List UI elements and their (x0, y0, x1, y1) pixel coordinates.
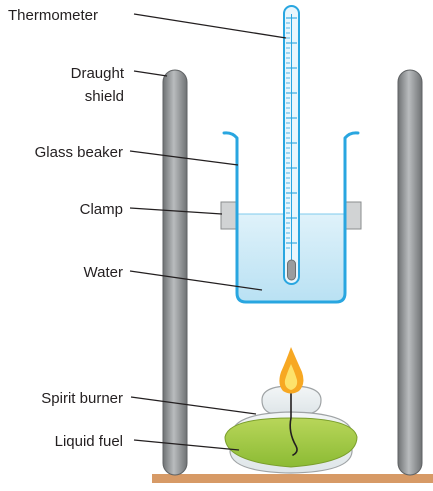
thermometer (283, 5, 300, 285)
liquid-fuel (224, 417, 358, 468)
label-water: Water (84, 264, 123, 281)
label-clamp: Clamp (80, 201, 123, 218)
label-liquid-fuel: Liquid fuel (55, 433, 123, 450)
leader-draught-shield (133, 70, 168, 77)
leader-water (129, 270, 263, 291)
leader-glass-beaker (129, 150, 239, 166)
flame (279, 347, 304, 394)
leader-clamp (129, 207, 223, 215)
leader-liquid-fuel (133, 439, 240, 451)
bench (152, 474, 433, 483)
thermometer-bulb (287, 259, 296, 281)
flame-inner (284, 364, 298, 390)
left-shield-pole (162, 69, 188, 476)
label-glass-beaker: Glass beaker (35, 144, 123, 161)
burner-wick (289, 391, 298, 456)
leader-spirit-burner (130, 396, 257, 415)
thermometer-scale (286, 17, 297, 249)
leader-lines (129, 13, 287, 451)
left-clamp (220, 201, 238, 230)
leader-thermometer (133, 13, 287, 39)
label-spirit-burner: Spirit burner (41, 390, 123, 407)
spirit-burner (224, 385, 358, 474)
glass-beaker (222, 131, 360, 304)
label-draught-shield-line1: Draught (71, 65, 125, 82)
label-draught-shield-line2: shield (85, 88, 124, 105)
draught-shield (162, 69, 423, 476)
right-shield-pole (397, 69, 423, 476)
label-thermometer: Thermometer (8, 7, 98, 24)
right-clamp (344, 201, 362, 230)
